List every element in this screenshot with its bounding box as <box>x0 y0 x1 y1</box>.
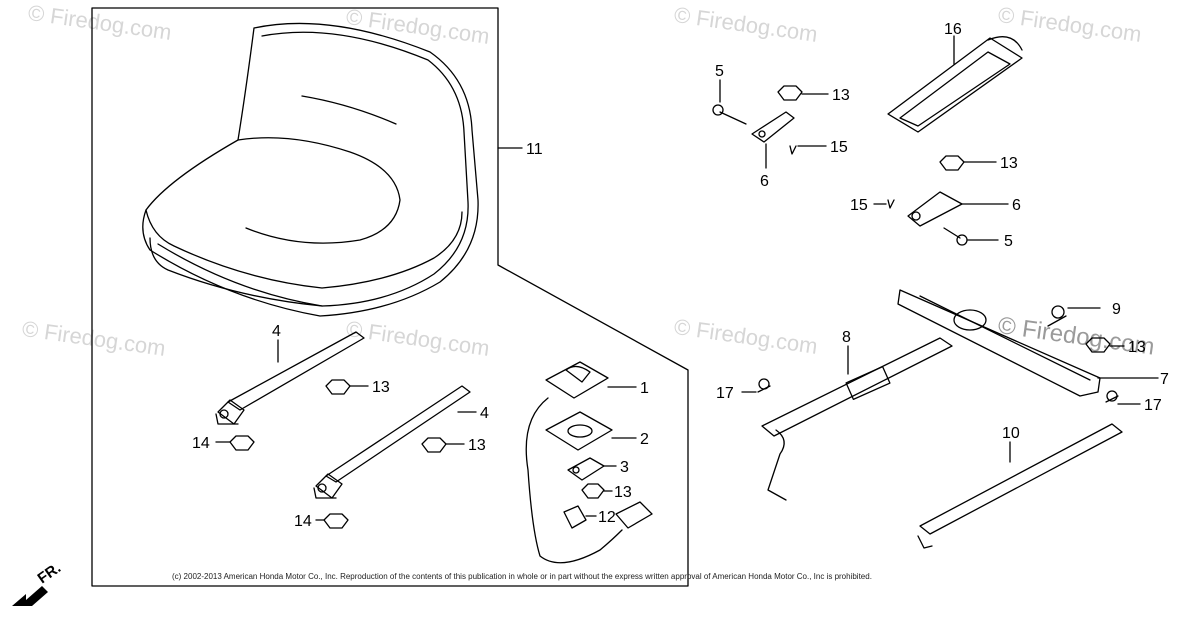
nut-switch <box>581 483 605 499</box>
callout-11: 11 <box>526 141 543 158</box>
clip-lower <box>887 199 895 209</box>
callout-13f: 13 <box>1128 339 1146 356</box>
collar-nut-2 <box>323 513 349 529</box>
nut-rail <box>1085 337 1111 353</box>
harness-connector <box>615 501 653 529</box>
callout-5b: 5 <box>1004 233 1013 250</box>
front-direction-indicator: FR. <box>12 559 65 606</box>
callout-17b: 17 <box>1144 397 1162 414</box>
harness-wire <box>525 397 623 564</box>
strap <box>887 36 1023 133</box>
callout-9: 9 <box>1112 301 1121 318</box>
collar-nut-1 <box>229 435 255 451</box>
callout-13a: 13 <box>372 379 390 396</box>
bolt-9 <box>1047 305 1067 327</box>
seat-hinge-right <box>313 385 471 499</box>
bolt-17-left <box>757 378 771 393</box>
callout-16: 16 <box>944 21 962 38</box>
callout-6a: 6 <box>760 173 769 190</box>
assembly-frame <box>91 7 689 587</box>
clevis-pin-lower <box>943 227 968 246</box>
harness-clip <box>563 505 587 529</box>
callout-8: 8 <box>842 329 851 346</box>
callout-14a: 14 <box>192 435 210 452</box>
callout-13c: 13 <box>614 484 632 501</box>
callout-12: 12 <box>598 509 616 526</box>
rail-adjuster <box>761 337 953 501</box>
front-arrow-icon <box>12 586 48 606</box>
seat-switch <box>545 361 609 399</box>
callout-3: 3 <box>620 459 629 476</box>
callout-13d: 13 <box>832 87 850 104</box>
rail-base-frame <box>897 289 1101 397</box>
callout-15b: 15 <box>850 197 868 214</box>
callout-1: 1 <box>640 380 649 397</box>
clip-upper <box>789 145 797 155</box>
nut-strap <box>939 155 965 171</box>
callout-17a: 17 <box>716 385 734 402</box>
copyright-notice: (c) 2002-2013 American Honda Motor Co., … <box>172 572 872 581</box>
callout-14b: 14 <box>294 513 312 530</box>
callout-4a: 4 <box>272 323 281 340</box>
callout-5a: 5 <box>715 63 724 80</box>
clevis-pin-upper <box>712 104 747 125</box>
callout-13b: 13 <box>468 437 486 454</box>
callout-2: 2 <box>640 431 649 448</box>
bolt-17-right <box>1105 390 1119 403</box>
seat-cushion <box>142 22 479 317</box>
callout-7: 7 <box>1160 371 1169 388</box>
rail-lower <box>917 423 1123 549</box>
flange-nut-1 <box>325 379 351 395</box>
callout-10: 10 <box>1002 425 1020 442</box>
callout-4b: 4 <box>480 405 489 422</box>
callout-13e: 13 <box>1000 155 1018 172</box>
seat-stay-lower <box>907 191 963 227</box>
seat-hinge-left <box>215 331 365 425</box>
front-label: FR. <box>35 559 65 587</box>
switch-plate <box>545 411 613 451</box>
callout-15a: 15 <box>830 139 848 156</box>
seat-stay-upper <box>751 111 795 143</box>
callout-6b: 6 <box>1012 197 1021 214</box>
nut-upper <box>777 85 803 101</box>
switch-bracket <box>567 457 605 481</box>
flange-nut-2 <box>421 437 447 453</box>
